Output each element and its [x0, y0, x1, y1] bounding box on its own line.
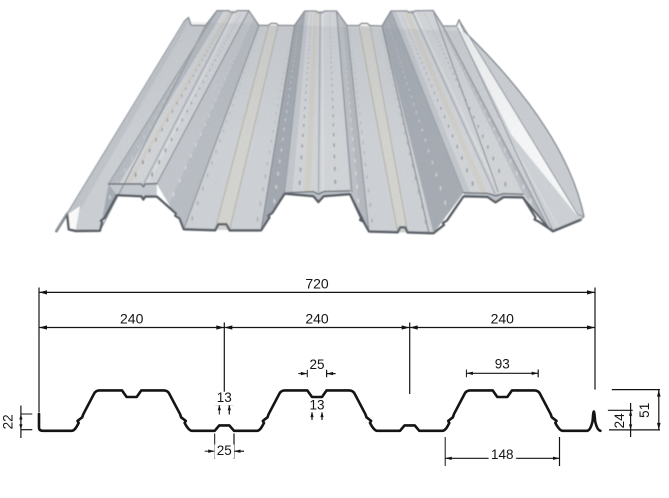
svg-text:93: 93 [495, 357, 510, 372]
svg-text:51: 51 [637, 403, 652, 418]
svg-text:720: 720 [305, 275, 329, 291]
svg-text:25: 25 [217, 443, 232, 458]
svg-text:13: 13 [309, 397, 324, 412]
svg-text:240: 240 [491, 310, 515, 326]
svg-text:24: 24 [612, 413, 627, 429]
svg-text:25: 25 [309, 357, 324, 372]
svg-text:240: 240 [305, 310, 329, 326]
svg-text:13: 13 [217, 390, 232, 405]
svg-text:22: 22 [1, 414, 16, 429]
svg-text:240: 240 [120, 310, 144, 326]
svg-text:148: 148 [491, 447, 514, 462]
